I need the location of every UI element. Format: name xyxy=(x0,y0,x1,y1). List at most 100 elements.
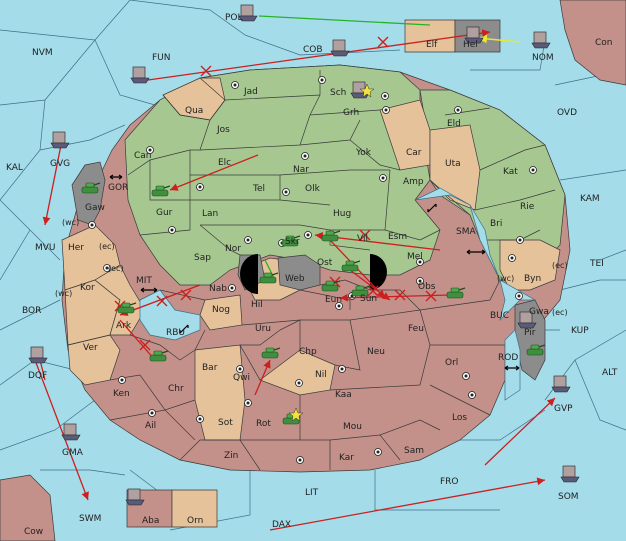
province-label-sam: Sam xyxy=(404,446,424,456)
province-label-hug: Hug xyxy=(333,209,351,219)
province-label-eld: Eld xyxy=(447,119,461,129)
province-label-sot: Sot xyxy=(218,418,233,428)
supply-center-icon xyxy=(296,456,304,464)
stars xyxy=(288,83,375,422)
province-label-uta: Uta xyxy=(445,159,461,169)
supply-center-icon xyxy=(516,236,524,244)
coast-label-kor_wc: (wc) xyxy=(55,289,72,298)
province-label-ovd: OVD xyxy=(557,108,577,118)
province-label-sch: Sch xyxy=(330,88,346,98)
supply-center-icon xyxy=(301,152,309,160)
failed-marks xyxy=(114,36,437,351)
province-label-sma: SMA xyxy=(456,227,476,237)
province-label-kal: KAL xyxy=(6,163,23,173)
province-label-mvu: MVU xyxy=(35,243,56,253)
province-label-elf: Elf xyxy=(426,40,438,50)
province-label-kam: KAM xyxy=(580,194,600,204)
supply-center-icon xyxy=(416,277,424,285)
province-label-nil: Nil xyxy=(315,370,327,380)
coast-label-kor_ec: (ec) xyxy=(108,264,124,273)
supply-center-icon xyxy=(244,399,252,407)
province-label-mit: MIT xyxy=(136,276,152,286)
province-label-amp: Amp xyxy=(403,177,424,187)
province-label-nar: Nar xyxy=(293,165,309,175)
province-label-vil: Vil xyxy=(357,234,368,244)
supply-center-icon xyxy=(379,174,387,182)
supply-center-icon xyxy=(462,372,470,380)
province-label-qwi: Qwi xyxy=(233,373,250,383)
supply-center-icon xyxy=(304,231,312,239)
province-label-gvg: GVG xyxy=(50,159,70,169)
supply-center-icon xyxy=(381,92,389,100)
province-label-rot: Rot xyxy=(256,419,271,429)
province-label-can: Can xyxy=(134,151,152,161)
supply-center-icon xyxy=(118,376,126,384)
province-label-olk: Olk xyxy=(305,184,321,194)
province-label-orl: Orl xyxy=(445,358,458,368)
province-label-som: SOM xyxy=(558,492,579,502)
supply-center-icon xyxy=(196,183,204,191)
province-label-ark: Ark xyxy=(116,321,132,331)
supply-center-icon xyxy=(335,302,343,310)
coast-label-byn_ec: (ec) xyxy=(552,261,568,270)
province-label-cow: Cow xyxy=(24,527,43,537)
province-label-dqf: DQF xyxy=(28,371,47,381)
supply-center-icon xyxy=(228,284,236,292)
province-label-swm: SWM xyxy=(79,514,101,524)
supply-center-icon xyxy=(282,188,290,196)
province-label-lit: LIT xyxy=(305,488,319,498)
province-label-her: Her xyxy=(68,243,84,253)
supply-center-icon xyxy=(244,236,252,244)
province-label-nvm: NVM xyxy=(32,48,53,58)
supply-center-icon xyxy=(103,264,111,272)
supply-center-icon xyxy=(295,379,303,387)
province-label-rie: Rie xyxy=(520,202,535,212)
province-label-mou: Mou xyxy=(343,422,362,432)
supply-center-icon xyxy=(529,166,537,174)
province-label-pir: Pir xyxy=(524,328,536,338)
province-label-cob: COB xyxy=(303,45,323,55)
province-label-kor: Kor xyxy=(80,283,95,293)
orders-layer xyxy=(34,15,556,531)
province-label-fro: FRO xyxy=(440,477,459,487)
province-label-pol: POL xyxy=(225,13,243,23)
province-label-kar: Kar xyxy=(339,453,354,463)
province-label-feu: Feu xyxy=(408,324,424,334)
province-label-sun: Sun xyxy=(360,294,377,304)
supply-center-icon xyxy=(338,365,346,373)
province-label-gvp: GVP xyxy=(554,404,573,414)
province-label-tei: TEI xyxy=(589,259,604,269)
province-label-elc: Elc xyxy=(218,158,231,168)
supply-center-icon xyxy=(146,146,154,154)
province-label-gor: GOR xyxy=(108,183,128,193)
province-label-nab: Nab xyxy=(209,284,227,294)
coast-label-her_wc: (wc) xyxy=(62,218,79,227)
province-label-aba: Aba xyxy=(142,516,159,526)
province-label-alt: ALT xyxy=(602,368,618,378)
supply-center-icon xyxy=(236,365,244,373)
province-label-qua: Qua xyxy=(185,106,203,116)
province-label-chr: Chr xyxy=(168,384,184,394)
supply-center-icon xyxy=(468,391,476,399)
province-label-hel: Hel xyxy=(463,40,478,50)
province-label-fun: FUN xyxy=(152,53,171,63)
province-label-gma: GMA xyxy=(62,448,84,458)
province-label-sap: Sap xyxy=(194,253,211,263)
province-label-car: Car xyxy=(406,148,422,158)
province-label-kup: KUP xyxy=(571,326,589,336)
province-label-jos: Jos xyxy=(216,125,230,135)
province-label-esm: Esm xyxy=(388,232,407,242)
province-label-hil: Hil xyxy=(251,300,263,310)
province-label-nom: NOM xyxy=(532,53,554,63)
province-label-neu: Neu xyxy=(367,347,385,357)
supply-center-icon xyxy=(88,221,96,229)
supply-center-icon xyxy=(231,81,239,89)
province-label-nog: Nog xyxy=(212,305,230,315)
province-label-orn: Orn xyxy=(187,516,203,526)
coast-arrows xyxy=(109,174,520,371)
province-label-jad: Jad xyxy=(243,87,258,97)
province-label-rbu: RBU xyxy=(166,328,185,338)
province-label-grh: Grh xyxy=(343,108,359,118)
